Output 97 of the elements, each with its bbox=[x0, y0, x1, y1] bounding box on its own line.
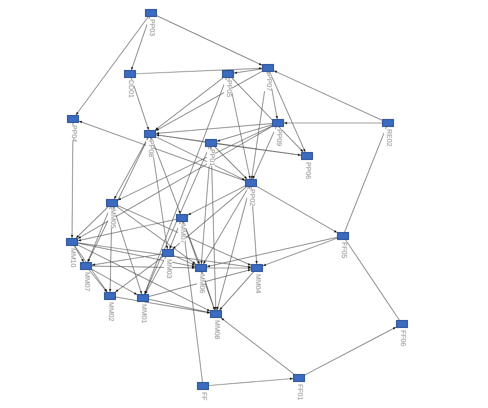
node-box bbox=[337, 232, 349, 240]
arrow bbox=[87, 206, 111, 262]
arrow bbox=[216, 124, 272, 142]
arrow bbox=[183, 222, 215, 310]
arrow bbox=[156, 16, 262, 66]
arrow bbox=[206, 237, 338, 268]
arrow bbox=[156, 123, 272, 134]
node-box bbox=[210, 310, 222, 318]
arrow bbox=[156, 134, 302, 156]
node-box bbox=[205, 139, 217, 147]
arrow bbox=[74, 246, 108, 292]
arrow bbox=[92, 269, 138, 295]
arrow bbox=[216, 144, 302, 156]
node-box bbox=[195, 264, 207, 272]
arrow bbox=[113, 206, 142, 294]
arrow bbox=[202, 272, 215, 310]
arrow bbox=[118, 126, 272, 200]
connector-line bbox=[345, 240, 400, 320]
arrow bbox=[131, 78, 149, 130]
arrow bbox=[78, 242, 196, 268]
arrow bbox=[172, 186, 247, 250]
arrow bbox=[156, 136, 246, 180]
node-box bbox=[66, 238, 78, 246]
arrow bbox=[78, 126, 272, 239]
node-box bbox=[162, 249, 174, 257]
connector-line bbox=[344, 126, 387, 232]
arrow bbox=[206, 266, 252, 270]
arrow bbox=[154, 78, 224, 130]
arrow bbox=[183, 222, 200, 264]
arrow bbox=[269, 72, 306, 152]
arrow bbox=[92, 254, 162, 266]
arrow bbox=[117, 206, 196, 264]
node-box bbox=[124, 70, 136, 78]
node-box bbox=[245, 179, 257, 187]
arrow bbox=[115, 256, 163, 292]
arrow bbox=[88, 138, 148, 262]
node-box bbox=[382, 119, 394, 127]
arrow bbox=[188, 186, 246, 216]
arrow bbox=[208, 378, 294, 386]
node-box bbox=[396, 320, 408, 328]
arrow bbox=[78, 219, 176, 242]
node-box bbox=[145, 9, 157, 17]
arrow bbox=[220, 318, 294, 374]
arrow bbox=[148, 269, 252, 297]
node-box bbox=[293, 374, 305, 382]
arrow bbox=[216, 186, 250, 310]
arrow bbox=[114, 138, 148, 200]
arrow bbox=[232, 78, 304, 152]
arrow bbox=[252, 126, 276, 180]
arrow bbox=[144, 78, 227, 294]
arrow bbox=[210, 146, 217, 310]
node-box bbox=[262, 64, 274, 72]
arrow bbox=[136, 67, 262, 74]
arrow bbox=[228, 78, 251, 180]
arrow bbox=[78, 120, 246, 182]
node-box bbox=[80, 262, 92, 270]
arrow bbox=[76, 206, 108, 238]
arrow bbox=[151, 138, 181, 214]
arrow bbox=[131, 16, 150, 70]
arrow bbox=[234, 68, 262, 74]
node-box bbox=[137, 294, 149, 302]
node-box bbox=[272, 119, 284, 127]
node-box bbox=[251, 264, 263, 272]
arrow bbox=[174, 255, 196, 266]
arrow bbox=[144, 256, 166, 294]
node-box bbox=[104, 292, 116, 300]
arrow bbox=[203, 186, 249, 264]
arrow bbox=[274, 70, 382, 121]
node-box bbox=[222, 70, 234, 78]
node-box bbox=[301, 152, 313, 160]
arrow bbox=[284, 122, 382, 124]
connector-line bbox=[182, 222, 203, 382]
arrow bbox=[70, 122, 74, 238]
arrow bbox=[262, 238, 338, 266]
arrow bbox=[88, 270, 108, 292]
arrow bbox=[250, 72, 268, 180]
arrow bbox=[74, 246, 84, 262]
arrow bbox=[200, 146, 211, 264]
arrow bbox=[219, 272, 254, 310]
arrow bbox=[144, 146, 210, 294]
arrow bbox=[78, 242, 252, 268]
arrow bbox=[256, 186, 338, 233]
node-box bbox=[176, 214, 188, 222]
arrow bbox=[214, 146, 248, 180]
arrow bbox=[148, 299, 210, 314]
node-box bbox=[67, 115, 79, 123]
node-box bbox=[144, 130, 156, 138]
arrow bbox=[78, 244, 210, 312]
node-box bbox=[197, 382, 209, 390]
arrow bbox=[92, 266, 196, 270]
arrow bbox=[169, 222, 181, 250]
arrow bbox=[304, 326, 396, 376]
arrow bbox=[118, 205, 252, 266]
arrow bbox=[156, 71, 262, 131]
node-box bbox=[106, 199, 118, 207]
arrow bbox=[76, 16, 148, 116]
arrow bbox=[116, 296, 210, 314]
